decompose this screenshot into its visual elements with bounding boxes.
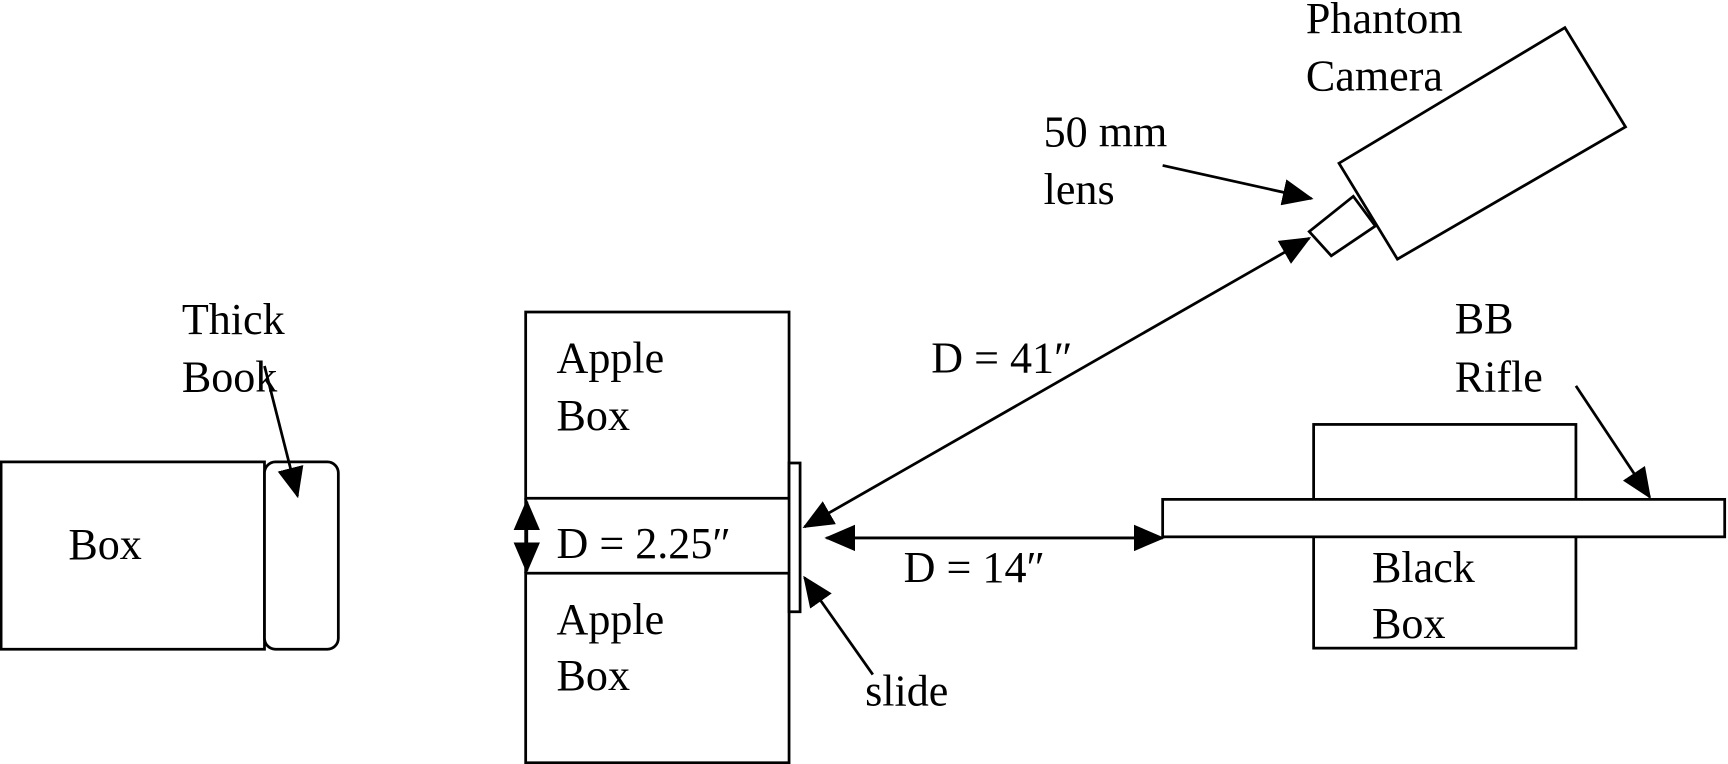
black-box-label-1: Black: [1372, 543, 1476, 592]
black-box-label-2: Box: [1372, 599, 1445, 648]
rifle-label-2: Rifle: [1455, 352, 1543, 401]
thick-book-label-2: Book: [182, 352, 278, 401]
apple-box-bottom: [524, 571, 791, 764]
bb-rifle: [1161, 497, 1727, 539]
box: [0, 460, 266, 651]
slide: [787, 461, 802, 614]
camera-label-1: Phantom: [1306, 0, 1463, 43]
apple-box-bottom-label-2: Box: [557, 651, 630, 700]
apple-box-bottom-label-1: Apple: [557, 595, 665, 644]
apple-box-top-label-2: Box: [557, 391, 630, 440]
camera-lens: [1307, 194, 1378, 258]
apple-box-top-label-1: Apple: [557, 334, 665, 383]
apple-box-top: [524, 310, 791, 500]
thick-book-arrow: [263, 365, 304, 499]
camera-label-2: Camera: [1306, 52, 1443, 101]
lens-label-2: lens: [1044, 165, 1115, 214]
thick-book-label-1: Thick: [182, 295, 286, 344]
gap-distance-label: D = 2.25″: [557, 519, 731, 568]
rifle-label-1: BB: [1455, 294, 1514, 343]
camera-distance-label: D = 41″: [931, 334, 1072, 383]
phantom-camera: [1337, 25, 1628, 261]
slide-label: slide: [865, 666, 948, 715]
box-label: Box: [68, 520, 141, 569]
lens-arrow: [1162, 164, 1314, 206]
lens-label-1: 50 mm: [1044, 108, 1168, 157]
rifle-distance-label: D = 14″: [904, 543, 1045, 592]
camera-distance-arrow: [802, 236, 1312, 529]
thick-book: [263, 460, 340, 651]
rifle-arrow: [1574, 385, 1651, 499]
slide-arrow: [803, 575, 874, 676]
